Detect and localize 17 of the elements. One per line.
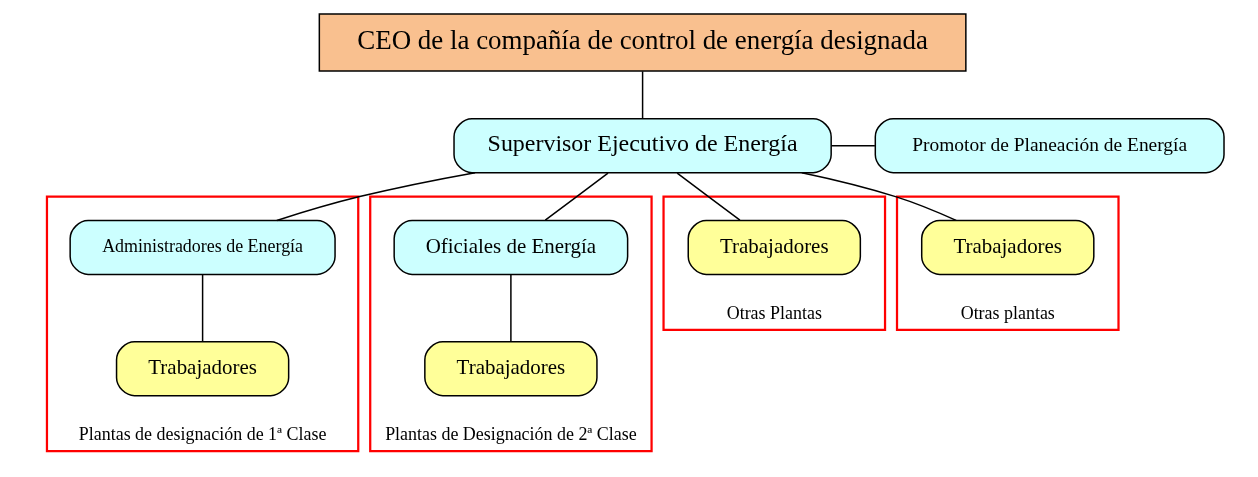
node-box: Trabajadores <box>115 341 289 397</box>
node-box: CEO de la compañía de control de energía designada <box>318 13 967 72</box>
connector <box>275 171 476 222</box>
connector <box>675 172 741 221</box>
connector <box>509 273 512 343</box>
connector <box>800 171 957 222</box>
node-box: Supervisor Ejecutivo de Energía <box>452 118 832 174</box>
connector <box>201 273 203 343</box>
node-box: Oficiales de Energía <box>392 219 628 276</box>
node-box: Promotor de Planeación de Energía <box>874 118 1225 174</box>
node-box: Trabajadores <box>423 341 598 397</box>
node-box: Administradores de Energía <box>68 219 336 276</box>
node-box: Trabajadores <box>920 219 1095 276</box>
connector <box>544 172 609 221</box>
connector <box>830 144 876 147</box>
node-box: Trabajadores <box>687 219 861 276</box>
connector <box>641 70 643 119</box>
